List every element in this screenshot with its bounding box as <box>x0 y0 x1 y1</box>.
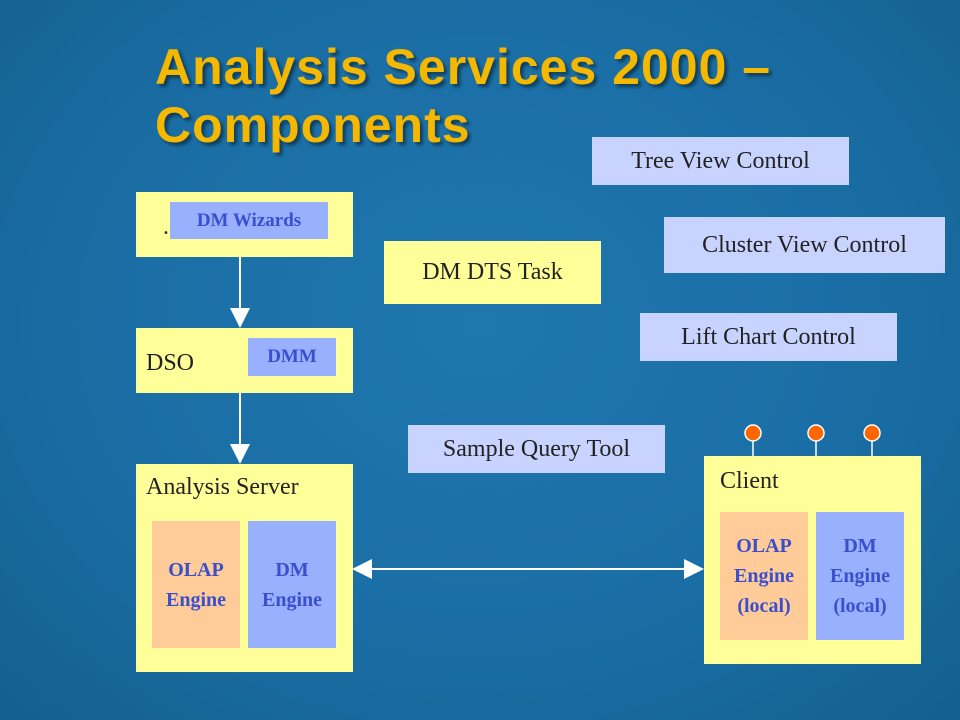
client-connector-dot-1 <box>744 424 762 442</box>
client-dm-engine: DM Engine (local) <box>816 512 904 640</box>
client-connector-dot-2 <box>807 424 825 442</box>
client-olap-engine: OLAP Engine (local) <box>720 512 808 640</box>
dm-dts-task-box: DM DTS Task <box>384 241 601 304</box>
dso-box: DSO DMM <box>136 328 353 393</box>
server-olap-engine: OLAP Engine <box>152 521 240 648</box>
dm-wizards-box: DM Wizards <box>170 202 328 239</box>
page-title: Analysis Services 2000 – Components <box>155 38 855 154</box>
analysis-server-label: Analysis Server <box>146 474 299 500</box>
client-connector-dot-3 <box>863 424 881 442</box>
server-dm-engine: DM Engine <box>248 521 336 648</box>
dmm-box: DMM <box>248 338 336 376</box>
client-label: Client <box>720 468 779 494</box>
title-line-2: Components <box>155 97 471 153</box>
client-box: Client OLAP Engine (local) DM Engine (lo… <box>704 456 921 664</box>
lift-chart-control-box: Lift Chart Control <box>640 313 897 361</box>
cluster-view-control-box: Cluster View Control <box>664 217 945 273</box>
analysis-server-box: Analysis Server OLAP Engine DM Engine <box>136 464 353 672</box>
dso-label: DSO <box>146 350 195 376</box>
sample-query-tool-box: Sample Query Tool <box>408 425 665 473</box>
wizards-box: …g DM Wizards <box>136 192 353 257</box>
title-line-1: Analysis Services 2000 – <box>155 39 772 95</box>
tree-view-control-box: Tree View Control <box>592 137 849 185</box>
